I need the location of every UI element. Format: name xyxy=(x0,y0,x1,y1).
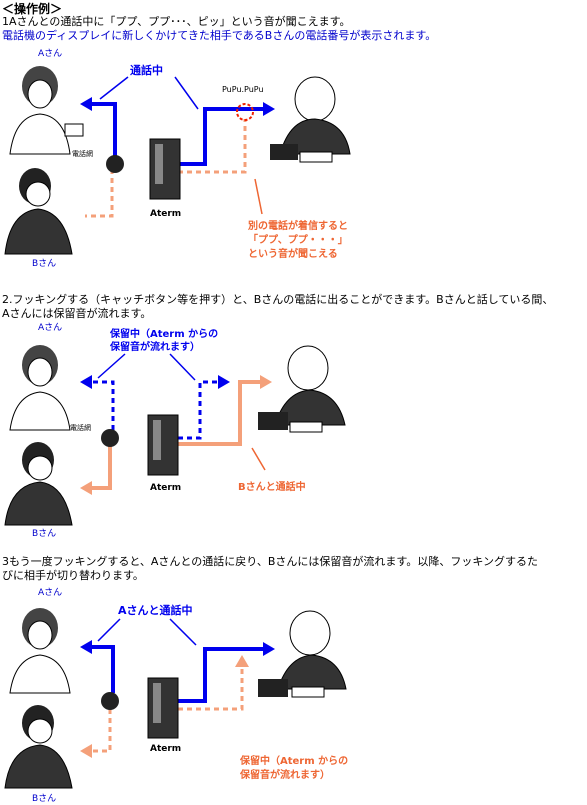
line-a-active xyxy=(88,645,115,693)
callout-pointer-right xyxy=(169,618,197,646)
person-a-illustration xyxy=(9,345,71,431)
step2-line-1: 2.フッキングする（キャッチボタン等を押す）と、Bさんの電話に出ることができます… xyxy=(2,293,554,306)
person-b-illustration xyxy=(4,705,73,789)
arrow-to-c xyxy=(263,642,275,656)
a-call-label: Aさんと通話中 xyxy=(118,603,193,617)
b-call-pointer xyxy=(251,447,266,471)
arrow-hold-up xyxy=(235,655,249,667)
person-b-illustration xyxy=(4,442,73,526)
line-c-active xyxy=(160,107,265,166)
intro-line-2: 電話機のディスプレイに新しくかけてきた相手であるBさんの電話番号が表示されます。 xyxy=(2,29,437,42)
hold-callout-line-2: 保留音が流れます） xyxy=(109,340,200,353)
label-a-san: Aさん xyxy=(38,587,62,598)
label-phone-line: 電話網 xyxy=(70,423,91,432)
arrow-to-c xyxy=(218,375,230,389)
pupu-text: PuPu.PuPu xyxy=(222,85,264,94)
callout-pointer-left xyxy=(97,353,126,379)
diagram-panel-1: Aさん Bさん 電話網 Aterm 通話中 PuPu.PuPu 別の電話が着信す… xyxy=(4,48,351,268)
network-node xyxy=(106,155,124,173)
network-node xyxy=(101,429,119,447)
hold-note-line-1: 保留中（Aterm からの xyxy=(239,754,348,767)
arrow-to-c-orange xyxy=(260,375,272,389)
hold-note-line-2: 保留音が流れます） xyxy=(239,768,330,781)
line-c-incoming xyxy=(160,119,247,174)
label-a-san: Aさん xyxy=(38,48,62,59)
line-c-active xyxy=(160,647,265,703)
line-b-incoming xyxy=(85,169,114,218)
note-line-3: という音が聞こえる xyxy=(248,247,338,260)
diagram-panel-3: Aさん Bさん Aterm Aさんと通話中 保留中（Aterm からの 保留音が… xyxy=(4,587,348,804)
callout-talking: 通話中 xyxy=(130,63,163,77)
line-b-active xyxy=(88,445,112,490)
line-b-hold xyxy=(90,709,112,753)
step3-line-2: びに相手が切り替わります。 xyxy=(2,569,144,582)
label-b-san: Bさん xyxy=(32,793,56,804)
note-pointer xyxy=(254,178,263,215)
person-a-illustration xyxy=(9,66,84,155)
network-node xyxy=(101,692,119,710)
arrow-to-c xyxy=(263,102,275,116)
callout-pointer-right xyxy=(174,76,199,110)
intro-line-1: 1Aさんとの通話中に「ププ、ププ･･･、ピッ」という音が聞こえます。 xyxy=(2,15,351,28)
diagram-panel-2: Aさん Bさん 電話網 Aterm 保留中（Aterm からの 保留音が流れます… xyxy=(4,322,346,539)
arrow-to-a xyxy=(80,375,92,389)
line-c-active xyxy=(160,380,262,446)
person-c-illustration xyxy=(258,610,347,698)
line-a-hold xyxy=(90,380,115,430)
line-hold-up xyxy=(160,663,244,711)
label-aterm: Aterm xyxy=(150,483,181,493)
note-line-1: 別の電話が着信すると xyxy=(247,219,348,232)
person-c-illustration xyxy=(270,76,351,163)
label-b-san: Bさん xyxy=(32,258,56,268)
arrow-to-b xyxy=(80,481,92,495)
step3-line-1: 3もう一度フッキングすると、Aさんとの通話に戻り、Bさんには保留音が流れます。以… xyxy=(2,555,538,568)
line-a-active xyxy=(85,102,117,159)
label-a-san: Aさん xyxy=(38,322,62,333)
arrow-to-a xyxy=(80,97,92,111)
aterm-device xyxy=(147,414,179,476)
page-heading: ＜操作例＞ xyxy=(2,2,63,16)
step2-line-2: Aさんには保留音が流れます。 xyxy=(2,307,152,320)
label-aterm: Aterm xyxy=(150,209,181,219)
person-c-illustration xyxy=(258,345,346,433)
callout-pointer-left xyxy=(97,618,121,642)
arrow-to-b xyxy=(80,744,92,758)
person-b-illustration xyxy=(4,168,73,255)
aterm-device xyxy=(149,138,181,200)
label-phone-line: 電話網 xyxy=(72,149,93,158)
callout-pointer-left xyxy=(99,76,129,100)
person-a-illustration xyxy=(9,608,71,694)
arrow-to-a xyxy=(80,640,92,654)
label-b-san: Bさん xyxy=(32,528,56,539)
callout-pointer-right xyxy=(169,353,196,381)
b-call-label: Bさんと通話中 xyxy=(238,480,306,493)
label-aterm: Aterm xyxy=(150,744,181,754)
aterm-device xyxy=(147,677,179,739)
hold-callout-line-1: 保留中（Aterm からの xyxy=(109,327,218,340)
ringing-icon xyxy=(236,103,254,121)
line-c-hold xyxy=(160,380,220,440)
note-line-2: 「ププ、ププ・・・」 xyxy=(248,233,348,246)
